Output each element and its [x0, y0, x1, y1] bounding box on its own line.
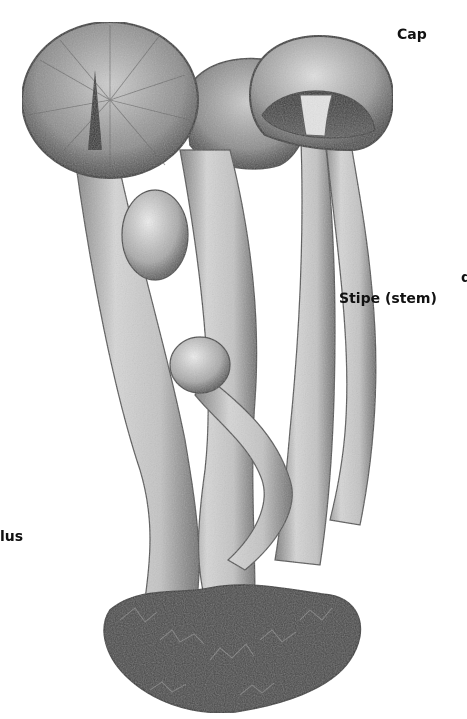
label-stipe: Stipe (stem): [339, 292, 437, 306]
label-cap: Cap: [397, 28, 427, 42]
base-substrate: [104, 585, 360, 713]
left-cap: [22, 22, 198, 178]
label-cut-left: lus: [0, 530, 23, 544]
right-cap: [250, 36, 393, 150]
bud-cap-lower: [170, 337, 230, 393]
label-cut-right: d: [461, 271, 467, 285]
bud-cap-upper: [122, 190, 188, 280]
